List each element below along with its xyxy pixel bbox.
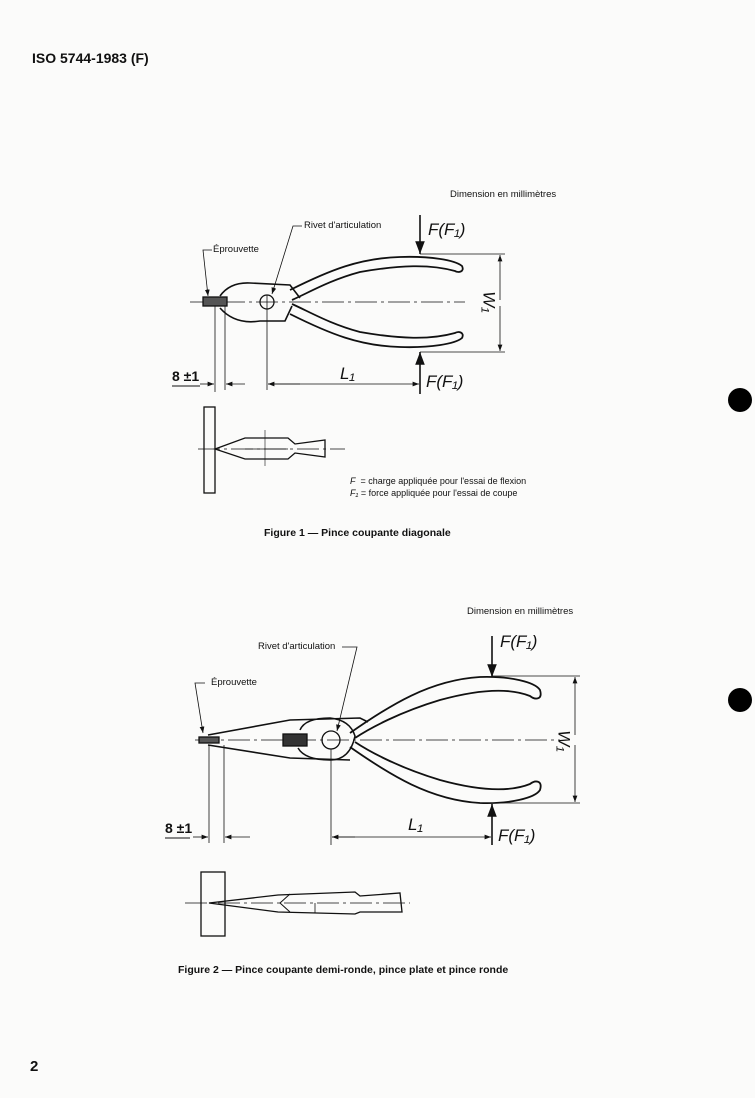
figure-2-dim-tip: 8 ±1 (165, 820, 193, 836)
figure-2-rivet-label: Rivet d'articulation (258, 641, 336, 652)
legend-symbol: F (350, 476, 356, 486)
figure-1-rivet-label: Rivet d'articulation (304, 220, 382, 231)
page-number: 2 (30, 1058, 39, 1075)
figure-1-legend-item: F = charge appliquée pour l'essai de fle… (350, 476, 526, 486)
figure-1-specimen-label: Éprouvette (213, 244, 259, 255)
figure-1-dim-tip: 8 ±1 (172, 368, 200, 384)
figure-1-force-top: F(F₁) (428, 220, 466, 239)
figure-2-units-note: Dimension en millimètres (467, 606, 574, 617)
punch-hole-icon (728, 388, 752, 412)
figure-2-specimen-label: Éprouvette (211, 677, 257, 688)
figure-2-dim-w: W₁ (554, 730, 574, 752)
document-id: ISO 5744-1983 (F) (32, 50, 149, 66)
figure-1-force-bottom: F(F₁) (426, 372, 464, 391)
figure-1-units-note: Dimension en millimètres (450, 189, 557, 200)
legend-symbol: F₁ (350, 488, 359, 498)
figure-2-caption: Figure 2 — Pince coupante demi-ronde, pi… (178, 964, 509, 976)
figure-1-caption: Figure 1 — Pince coupante diagonale (264, 527, 451, 539)
legend-text: = force appliquée pour l'essai de coupe (360, 488, 518, 498)
figure-2-force-bottom: F(F₁) (498, 826, 536, 845)
figure-1-legend-item: F₁ = force appliquée pour l'essai de cou… (350, 488, 517, 498)
legend-text: = charge appliquée pour l'essai de flexi… (360, 476, 527, 486)
figure-2-dim-l: L₁ (408, 815, 423, 834)
figure-2-force-top: F(F₁) (500, 632, 538, 651)
figure-1-dim-l: L₁ (340, 364, 355, 383)
punch-hole-icon (728, 688, 752, 712)
